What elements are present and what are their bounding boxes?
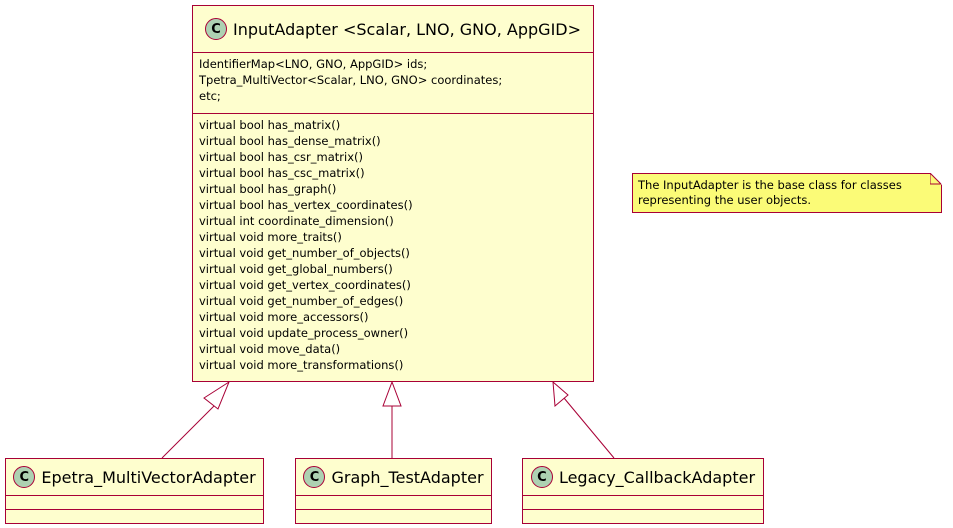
- class-legacy-callback-adapter[interactable]: C Legacy_CallbackAdapter: [522, 458, 764, 524]
- attributes-section: [523, 495, 763, 509]
- method: virtual void more_accessors(): [199, 310, 369, 324]
- edge-epetra: [161, 397, 223, 459]
- methods-section: [296, 509, 491, 523]
- note-text: The InputAdapter is the base class for c…: [638, 178, 902, 192]
- methods-section: [523, 509, 763, 523]
- class-name: Graph_TestAdapter: [331, 467, 484, 487]
- method: virtual void get_vertex_coordinates(): [199, 278, 411, 292]
- arrowhead-epetra: [203, 380, 231, 410]
- class-name: Legacy_CallbackAdapter: [558, 467, 756, 487]
- method: virtual bool has_vertex_coordinates(): [199, 198, 413, 212]
- class-epetra-multivector-adapter[interactable]: C Epetra_MultiVectorAdapter: [5, 458, 264, 524]
- method: virtual void get_number_of_objects(): [199, 246, 410, 260]
- note-fold-icon: [930, 173, 942, 185]
- class-graph-test-adapter[interactable]: C Graph_TestAdapter: [295, 458, 492, 524]
- arrowhead-legacy: [552, 380, 569, 408]
- edge-legacy: [563, 397, 615, 459]
- attributes-section: [6, 495, 263, 509]
- method: virtual bool has_csr_matrix(): [199, 150, 363, 164]
- class-icon: C: [13, 466, 36, 488]
- methods-section: [6, 509, 263, 523]
- method: virtual void get_global_numbers(): [199, 262, 393, 276]
- note-input-adapter[interactable]: The InputAdapter is the base class for c…: [632, 173, 942, 213]
- class-icon: C: [204, 18, 227, 40]
- arrowhead-graph: [382, 380, 402, 407]
- attribute: IdentifierMap<LNO, GNO, AppGID> ids;: [199, 57, 428, 71]
- class-header: C InputAdapter <Scalar, LNO, GNO, AppGID…: [193, 6, 593, 52]
- method: virtual void get_number_of_edges(): [199, 294, 404, 308]
- class-header: C Epetra_MultiVectorAdapter: [6, 459, 263, 495]
- class-header: C Legacy_CallbackAdapter: [523, 459, 763, 495]
- method: virtual bool has_csc_matrix(): [199, 166, 365, 180]
- class-name: InputAdapter <Scalar, LNO, GNO, AppGID>: [232, 19, 582, 39]
- attributes-section: IdentifierMap<LNO, GNO, AppGID> ids; Tpe…: [193, 52, 593, 113]
- class-header: C Graph_TestAdapter: [296, 459, 491, 495]
- method: virtual void move_data(): [199, 342, 341, 356]
- method: virtual void more_traits(): [199, 230, 342, 244]
- class-icon: C: [303, 466, 326, 488]
- class-name: Epetra_MultiVectorAdapter: [41, 467, 256, 487]
- method: virtual bool has_graph(): [199, 182, 337, 196]
- attribute: etc;: [199, 89, 221, 103]
- method: virtual int coordinate_dimension(): [199, 214, 394, 228]
- method: virtual void update_process_owner(): [199, 326, 409, 340]
- method: virtual bool has_dense_matrix(): [199, 134, 381, 148]
- method: virtual bool has_matrix(): [199, 118, 341, 132]
- attribute: Tpetra_MultiVector<Scalar, LNO, GNO> coo…: [199, 73, 503, 87]
- attributes-section: [296, 495, 491, 509]
- methods-section: virtual bool has_matrix() virtual bool h…: [193, 113, 593, 375]
- class-input-adapter[interactable]: C InputAdapter <Scalar, LNO, GNO, AppGID…: [192, 5, 594, 382]
- note-text: representing the user objects.: [638, 193, 812, 207]
- class-icon: C: [530, 466, 553, 488]
- method: virtual void more_transformations(): [199, 358, 404, 372]
